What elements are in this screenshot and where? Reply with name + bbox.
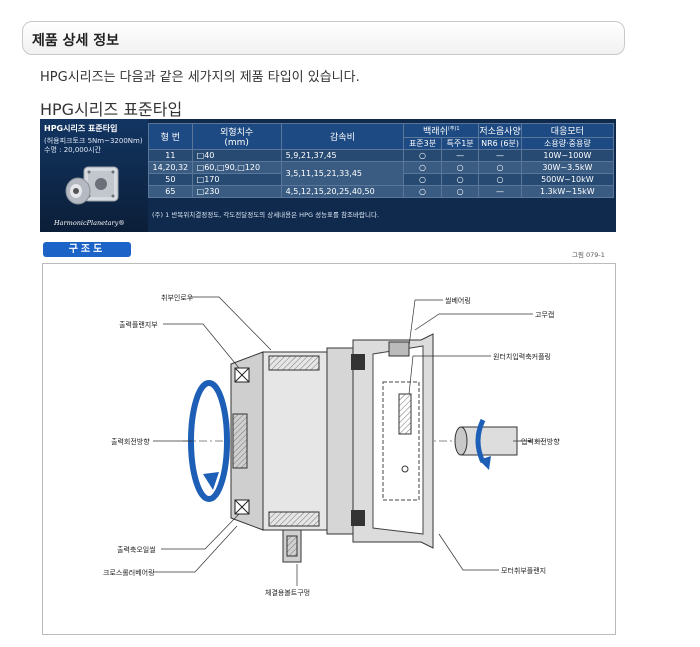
header-dims-label: 외형치수 [220, 128, 254, 138]
cell-model: 65 [148, 185, 193, 198]
cell-dims: □230 [191, 185, 282, 198]
figure-number: 그림 079-1 [572, 251, 605, 259]
cell-nr6: — [478, 149, 522, 162]
spec-panel: HPG시리즈 표준타입 (허용피크토크 5Nm~3200Nm) 수명 : 20,… [40, 119, 616, 232]
header-dims-unit: (mm) [224, 138, 249, 148]
header-motor-sub: 소용량·중용량 [520, 137, 615, 150]
product-subtitle: HPG시리즈 표준타입 [40, 100, 183, 119]
cell-motor: 10W~100W [520, 149, 615, 162]
header-model: 형 번 [148, 123, 193, 150]
label-input-rotation: 입력회전방향 [521, 438, 560, 446]
cell-dims: □170 [191, 173, 282, 186]
header-low-noise: 저소음사양 [478, 123, 522, 138]
structure-diagram: 취부인로우 출력플랜지부 출력회전방향 출력축오일씰 크로스롤러베어링 씰베어링… [42, 263, 616, 635]
header-backlash-note: (주)1 [447, 126, 460, 132]
intro-text: HPG시리즈는 다음과 같은 세가지의 제품 타입이 있습니다. [40, 70, 360, 85]
cell-model: 14,20,32 [148, 161, 193, 174]
header-motor: 대응모터 [520, 123, 615, 138]
cell-dims: □60,□90,□120 [191, 161, 282, 174]
spec-table: 형 번 외형치수(mm) 감속비 백래쉬(주)1 저소음사양 대응모터 표준3분… [148, 123, 615, 198]
header-backlash-label: 백래쉬 [423, 127, 448, 137]
cell-motor: 30W~3.5kW [520, 161, 615, 174]
cell-ratio: 5,9,21,37,45 [280, 149, 405, 162]
brand-logo-text: HarmonicPlanetary® [54, 219, 125, 227]
label-cross-roller-bearing: 크로스롤러베어링 [103, 569, 155, 577]
cell-nr6: ○ [478, 173, 522, 186]
structure-tag: 구조도 [43, 242, 131, 257]
spec-left-torque: (허용피크토크 5Nm~3200Nm) [44, 137, 143, 145]
cell-nr6: ○ [478, 161, 522, 174]
section-title: 제품 상세 정보 [32, 33, 120, 49]
header-backlash: 백래쉬(주)1 [403, 123, 480, 138]
cell-std: ○ [403, 161, 442, 174]
table-row: 65 □230 4,5,12,15,20,25,40,50 ○ ○ — 1.3k… [148, 185, 615, 198]
cell-ratio: 4,5,12,15,20,25,40,50 [280, 185, 405, 198]
label-output-oil-seal: 출력축오일씰 [117, 546, 156, 554]
gearbox-cross-section [153, 296, 543, 586]
label-mounting-pilot: 취부인로우 [161, 294, 194, 302]
header-nr6: NR6 (6분) [478, 137, 522, 150]
label-input-coupling: 원터치입력축커플링 [493, 353, 551, 361]
cell-special: ○ [440, 161, 480, 174]
cell-std: ○ [403, 149, 442, 162]
cell-dims: □40 [191, 149, 282, 162]
gearbox-product-image [65, 166, 119, 205]
section-header: 제품 상세 정보 [22, 21, 625, 55]
cell-motor: 1.3kW~15kW [520, 185, 615, 198]
spec-footnote: (주) 1 반복위치결정정도, 각도전달정도의 상세내용은 HPG 성능표를 참… [152, 211, 380, 219]
cell-special: — [440, 149, 480, 162]
cell-special: ○ [440, 185, 480, 198]
label-output-rotation: 출력회전방향 [111, 438, 150, 446]
label-seal-bearing: 씰베어링 [445, 297, 471, 305]
table-row: 11 □40 5,9,21,37,45 ○ — — 10W~100W [148, 149, 615, 162]
cell-ratio: 3,5,11,15,21,33,45 [280, 161, 405, 186]
header-ratio: 감속비 [280, 123, 405, 150]
label-bolt-hole: 체결용볼트구멍 [265, 589, 311, 597]
spec-left-title: HPG시리즈 표준타입 [44, 124, 118, 133]
header-backlash-std: 표준3분 [403, 137, 442, 150]
spec-panel-left: HPG시리즈 표준타입 (허용피크토크 5Nm~3200Nm) 수명 : 20,… [40, 119, 148, 232]
label-motor-flange: 모터취부플랜지 [501, 567, 547, 575]
cell-special: ○ [440, 173, 480, 186]
cell-std: ○ [403, 173, 442, 186]
cell-model: 50 [148, 173, 193, 186]
header-dims: 외형치수(mm) [191, 123, 282, 150]
cell-nr6: — [478, 185, 522, 198]
table-row: 14,20,32 □60,□90,□120 3,5,11,15,21,33,45… [148, 161, 615, 186]
spec-left-life: 수명 : 20,000시간 [44, 146, 102, 154]
label-rubber-cap: 고무캡 [535, 311, 555, 319]
header-backlash-special: 특주1분 [440, 137, 480, 150]
cell-std: ○ [403, 185, 442, 198]
label-output-flange: 출력플랜지부 [119, 321, 158, 329]
cell-motor: 500W~10kW [520, 173, 615, 186]
cell-model: 11 [148, 149, 193, 162]
